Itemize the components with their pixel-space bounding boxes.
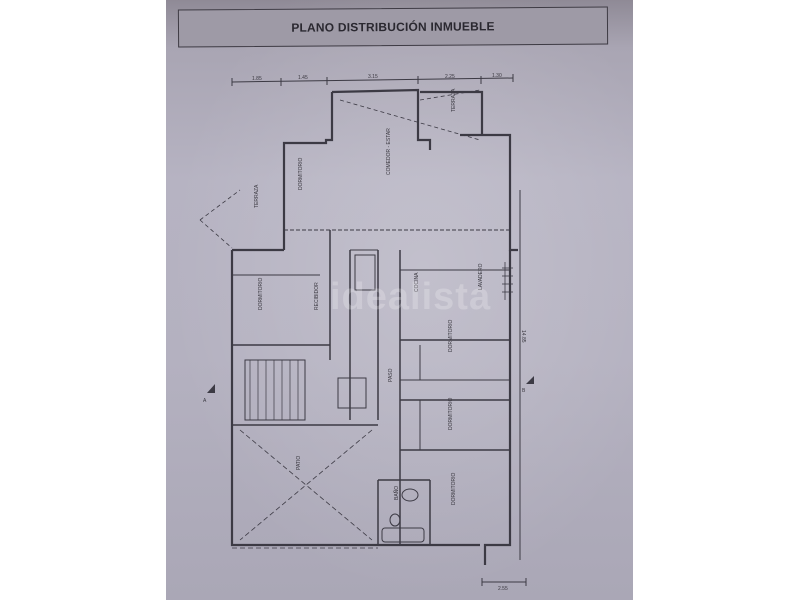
room-label-dormitorio: DORMITORIO [298, 157, 304, 190]
room-label-cocina: COCINA [414, 272, 420, 292]
room-label-terraza: TERRAZA [254, 184, 260, 208]
watermark: idealista [330, 276, 492, 318]
dimension-bottom: 2.55 [498, 586, 508, 592]
section-marker-a: A [203, 384, 215, 404]
dimension-right: 14.85 [520, 330, 526, 343]
dimension-top-4: 2.25 [445, 74, 455, 80]
room-label-lavadero: LAVADERO [478, 263, 484, 290]
room-label-comedor-estar: COMEDOR - ESTAR [386, 128, 392, 175]
room-label-terraza: TERRAZA [451, 88, 457, 112]
room-label-bano: BAÑO [393, 486, 400, 500]
room-label-paso: PASO [388, 368, 394, 382]
section-marker-b: B [522, 376, 534, 394]
room-label-recibidor: RECIBIDOR [314, 282, 320, 310]
dimension-top-2: 1.45 [298, 75, 308, 81]
dimension-top-3: 3.15 [368, 74, 378, 80]
svg-text:B: B [522, 388, 526, 394]
room-label-dormitorio: DORMITORIO [258, 277, 264, 310]
dimension-top-5: 1.30 [492, 73, 502, 79]
room-label-dormitorio: DORMITORIO [451, 472, 457, 505]
room-label-dormitorio: DORMITORIO [448, 397, 454, 430]
room-label-patio: PATIO [296, 456, 302, 470]
dimension-top-1: 1.85 [252, 76, 262, 82]
svg-text:A: A [203, 398, 207, 404]
room-label-dormitorio: DORMITORIO [448, 319, 454, 352]
